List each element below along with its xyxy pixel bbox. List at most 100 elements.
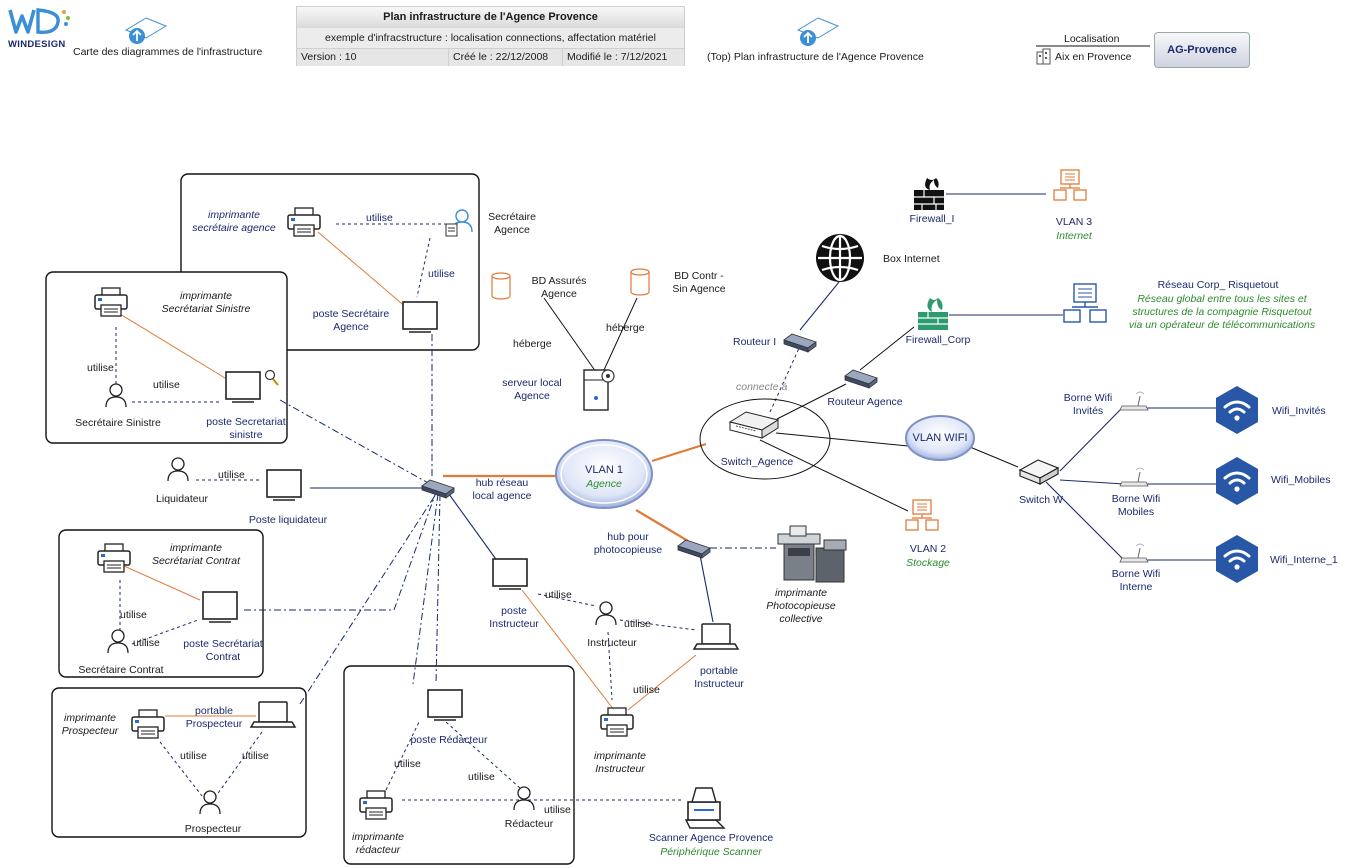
diagram-link-icon[interactable] [124,17,168,44]
hub-icon[interactable] [421,479,455,499]
label-vlan-wifi[interactable]: VLAN WIFI [912,432,968,444]
monitor-icon[interactable] [427,689,463,721]
server-icon[interactable] [583,369,615,411]
firewall-icon[interactable] [918,298,948,330]
router-icon[interactable] [783,333,817,353]
label-switch-agence[interactable]: Switch_Agence [720,456,794,468]
label-utilise: utilise [133,637,160,649]
top-diagram-link[interactable]: (Top) Plan infrastructure de l'Agence Pr… [707,51,924,63]
ag-provence-button[interactable]: AG-Provence [1154,32,1250,68]
label-routeur-i[interactable]: Routeur I [733,336,777,348]
switch-agence-zone [699,398,831,480]
wifi-access-point-icon[interactable] [1119,391,1149,411]
database-icon[interactable] [630,268,650,296]
label-poste-redacteur[interactable]: poste Rédacteur [410,734,488,746]
label-heberge: héberge [513,338,552,350]
scanner-icon[interactable] [684,787,726,829]
label-utilise: utilise [468,771,495,783]
label-vlan1[interactable]: VLAN 1 [585,464,623,476]
label-vlan3[interactable]: VLAN 3 [1055,216,1093,228]
orange-links [443,442,707,542]
label-scanner[interactable]: Scanner Agence Provence [648,832,774,844]
firewall-icon[interactable] [914,178,944,210]
label-utilise: utilise [545,589,572,601]
label-utilise: utilise [428,268,455,280]
diagram-map-link[interactable]: Carte des diagrammes de l'infrastructure [73,46,263,58]
wifi-icon[interactable] [1214,384,1260,436]
wifi-icon[interactable] [1214,455,1260,507]
label-utilise: utilise [544,804,571,816]
router-icon[interactable] [844,369,878,389]
label-bd-contr[interactable]: BD Contr -Sin Agence [672,270,726,295]
monitor-icon[interactable] [266,469,302,501]
label-switch-w[interactable]: Switch W [1019,494,1063,506]
group-prospecteur [51,687,307,838]
label-secretaire-contrat[interactable]: Secrétaire Contrat [78,664,164,676]
label-instructeur[interactable]: Instructeur [587,637,637,649]
corporate-network-icon[interactable] [1063,283,1107,323]
monitor-icon[interactable] [202,591,238,623]
diagram-link-icon[interactable] [796,17,840,46]
network-structure-icon[interactable] [905,499,939,531]
label-vlan2-sub: Stockage [906,557,950,569]
label-prospecteur[interactable]: Prospecteur [184,823,242,835]
globe-icon[interactable] [816,234,864,282]
monitor-icon[interactable] [492,558,528,590]
label-wifi-interne[interactable]: Wifi_Interne_1 [1270,554,1338,566]
database-icon[interactable] [491,272,511,300]
thin-orange-links [119,231,697,717]
label-routeur-agence[interactable]: Routeur Agence [827,396,903,408]
photocopier-icon[interactable] [777,525,847,583]
wifi-icon[interactable] [1214,533,1260,585]
vlan-wifi-bubble[interactable] [905,415,975,461]
version-label: Version : 10 [297,49,449,66]
wifi-access-point-icon[interactable] [1119,467,1149,487]
label-poste-liquidateur[interactable]: Poste liquidateur [248,514,328,526]
monitor-icon[interactable] [225,371,261,403]
printer-icon[interactable] [600,707,634,737]
label-liquidateur[interactable]: Liquidateur [156,493,208,505]
label-firewall-corp[interactable]: Firewall_Corp [905,334,971,346]
dotted-links [115,223,801,801]
label-redacteur[interactable]: Rédacteur [504,818,554,830]
label-utilise: utilise [633,684,660,696]
switch-icon[interactable] [728,411,780,439]
label-wifi-invites[interactable]: Wifi_Invités [1272,405,1326,417]
label-box-internet[interactable]: Box Internet [883,253,940,265]
label-vlan2[interactable]: VLAN 2 [909,543,947,555]
label-wifi-mobiles[interactable]: Wifi_Mobiles [1271,474,1331,486]
vlan1-bubble[interactable] [555,439,653,509]
label-secretaire-sinistre[interactable]: Secrétaire Sinistre [75,417,161,429]
localisation-value[interactable]: Aix en Provence [1055,51,1132,63]
label-firewall-i[interactable]: Firewall_I [909,213,955,225]
laptop-icon[interactable] [693,623,739,650]
switch-w-icon[interactable] [1018,459,1060,486]
hub-icon[interactable] [677,539,711,559]
wifi-access-point-icon[interactable] [1119,543,1149,563]
network-structure-icon[interactable] [1053,169,1087,201]
label-utilise: utilise [120,609,147,621]
label-reseau-corp[interactable]: Réseau Corp_ Risquetout [1157,279,1279,291]
monitor-icon[interactable] [402,301,438,333]
